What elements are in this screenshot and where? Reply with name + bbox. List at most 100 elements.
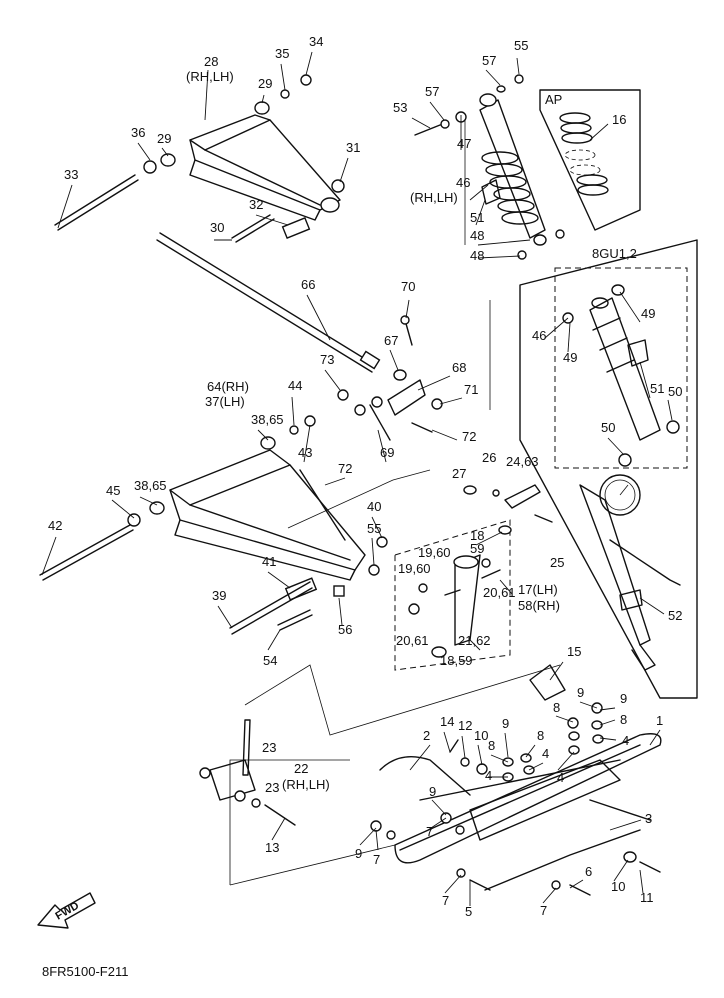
callout-c34: 34 xyxy=(309,34,323,49)
leader-line xyxy=(525,744,536,758)
leader-line xyxy=(475,531,503,546)
leader-line xyxy=(477,239,531,246)
callout-c22rh: (RH,LH) xyxy=(282,777,330,792)
callout-c72a: 72 xyxy=(338,461,352,476)
callout-c57b: 57 xyxy=(425,84,439,99)
leader-line xyxy=(639,597,665,615)
callout-c55a: 55 xyxy=(514,38,528,53)
callout-c7a: 7 xyxy=(373,852,380,867)
callout-c4b: 4 xyxy=(557,770,564,785)
callout-c69: 69 xyxy=(380,445,394,460)
callout-c2061a: 20,61 xyxy=(483,585,516,600)
callout-c46rh: (RH,LH) xyxy=(410,190,458,205)
leader-line xyxy=(469,184,489,201)
callout-c54: 54 xyxy=(263,653,277,668)
leader-line xyxy=(477,255,521,259)
leader-line xyxy=(485,69,501,86)
callout-c5: 5 xyxy=(465,904,472,919)
callout-c7c: 7 xyxy=(442,893,449,908)
upper-a-arm xyxy=(54,74,345,243)
callout-c2463: 24,63 xyxy=(506,454,539,469)
alt-shock-absorber xyxy=(562,284,680,467)
leader-line xyxy=(439,397,463,405)
shock-spring xyxy=(481,151,539,225)
inset-ap-box: AP xyxy=(539,89,641,231)
callout-c51a: 51 xyxy=(470,210,484,225)
callout-c3865b: 38,65 xyxy=(134,478,167,493)
leader-line xyxy=(280,63,286,91)
leader-line xyxy=(613,859,629,882)
leader-line xyxy=(271,817,286,841)
air-pump-gauge xyxy=(579,474,681,671)
group-frames xyxy=(229,120,561,886)
leader-line xyxy=(137,142,151,161)
leader-line xyxy=(139,496,158,506)
leader-line xyxy=(409,744,431,771)
leader-line xyxy=(417,375,451,391)
lower-a-arm xyxy=(39,415,388,635)
callout-c4d: 4 xyxy=(485,768,492,783)
leader-line xyxy=(504,732,509,758)
leader-line xyxy=(41,536,57,576)
callout-c49a: 49 xyxy=(641,306,655,321)
callout-c8b: 8 xyxy=(620,712,627,727)
callout-c64: 64(RH) xyxy=(207,379,249,394)
callout-c8d: 8 xyxy=(537,728,544,743)
callout-c53: 53 xyxy=(393,100,407,115)
leader-line xyxy=(267,571,291,589)
leader-line xyxy=(469,639,481,651)
callout-c59: 59 xyxy=(470,541,484,556)
callout-c1960b: 19,60 xyxy=(398,561,431,576)
callout-c1960a: 19,60 xyxy=(418,545,451,560)
shock-absorber xyxy=(414,74,565,260)
leader-line xyxy=(639,361,651,399)
leader-line xyxy=(555,715,574,723)
inset-8gu-box: 8GU1,2 xyxy=(519,239,698,699)
callout-c27: 27 xyxy=(452,466,466,481)
leader-line xyxy=(324,477,346,486)
callout-c14: 14 xyxy=(440,714,454,729)
leader-line xyxy=(305,51,313,76)
callout-c13: 13 xyxy=(265,840,279,855)
leader-line xyxy=(667,399,673,421)
leader-line xyxy=(405,299,410,319)
callout-c10b: 10 xyxy=(611,879,625,894)
leader-line xyxy=(339,157,349,183)
leader-line xyxy=(375,829,379,851)
callout-c2: 2 xyxy=(423,728,430,743)
callout-c52: 52 xyxy=(668,608,682,623)
ski-spindle xyxy=(408,484,553,658)
callout-c37: 37(LH) xyxy=(205,394,245,409)
spring-coil-drawing xyxy=(559,112,609,196)
callout-c72b: 72 xyxy=(462,429,476,444)
leader-line xyxy=(371,537,375,566)
fwd-arrow-icon: FWD xyxy=(37,892,96,929)
callout-c43: 43 xyxy=(298,445,312,460)
leader-line xyxy=(267,629,281,651)
callout-c41: 41 xyxy=(262,554,276,569)
leader-line xyxy=(255,214,289,226)
leader-line xyxy=(567,322,571,353)
callout-c8a: 8 xyxy=(553,700,560,715)
callout-c1859: 18,59 xyxy=(440,653,473,668)
callout-c9d: 9 xyxy=(355,846,362,861)
stabilizer-rod xyxy=(156,232,381,373)
leader-line xyxy=(490,754,509,763)
callout-c26: 26 xyxy=(482,450,496,465)
callout-c66: 66 xyxy=(301,277,315,292)
leader-line xyxy=(431,799,447,816)
leader-line xyxy=(57,184,73,229)
callout-c3: 3 xyxy=(645,811,652,826)
callout-c17: 17(LH) xyxy=(518,582,558,597)
callout-c11: 11 xyxy=(640,890,654,905)
leader-line xyxy=(359,827,377,846)
callout-c2061b: 20,61 xyxy=(396,633,429,648)
ski-pivot xyxy=(199,719,296,826)
leader-line xyxy=(607,437,625,456)
callout-c50a: 50 xyxy=(668,384,682,399)
leader-line xyxy=(542,887,557,904)
leader-line xyxy=(306,294,331,341)
leader-line xyxy=(477,744,483,766)
leader-line xyxy=(111,499,135,519)
leader-line xyxy=(599,707,616,711)
